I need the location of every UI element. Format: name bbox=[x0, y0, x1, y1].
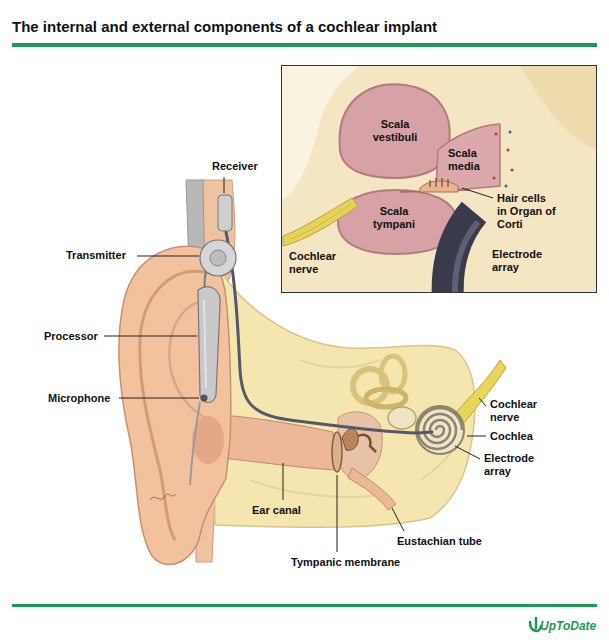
part-label: Scala vestibuli bbox=[365, 118, 425, 144]
scala-vestibuli bbox=[340, 84, 450, 178]
part-label: Scala media bbox=[448, 147, 492, 173]
leader-line bbox=[119, 398, 199, 399]
leader-line bbox=[104, 336, 197, 337]
microphone bbox=[201, 395, 208, 402]
cochlear-nerve bbox=[283, 198, 358, 246]
vessel-dot bbox=[507, 149, 510, 152]
part-label: Cochlea bbox=[490, 430, 570, 443]
hair-cell bbox=[429, 180, 430, 187]
part-label: Hair cells in Organ of Corti bbox=[497, 192, 557, 231]
organ-of-corti bbox=[420, 181, 458, 192]
brand-mark bbox=[530, 618, 541, 631]
eustachian-tube bbox=[348, 468, 396, 510]
publisher-logo: UpToDate bbox=[540, 620, 604, 633]
part-label: Transmitter bbox=[66, 249, 146, 262]
part-label: Ear canal bbox=[252, 504, 342, 517]
leader-line bbox=[137, 256, 199, 257]
vestibule bbox=[388, 407, 416, 429]
part-label: Scala tympani bbox=[367, 205, 421, 231]
vessel-dot bbox=[511, 169, 514, 172]
transmitter-magnet bbox=[210, 250, 226, 266]
part-label: Tympanic membrane bbox=[291, 556, 431, 569]
blue-dots bbox=[505, 131, 512, 188]
header-rule bbox=[12, 43, 597, 47]
leader-line bbox=[467, 436, 486, 437]
inset-bone-dark bbox=[520, 66, 596, 150]
pinna bbox=[119, 246, 231, 564]
cochlea-cross-section bbox=[282, 66, 596, 292]
part-label: Eustachian tube bbox=[397, 535, 517, 548]
footer-rule bbox=[12, 604, 597, 607]
hair-cells bbox=[430, 178, 448, 187]
hair-cell bbox=[447, 179, 448, 187]
artist-signature bbox=[150, 494, 176, 500]
vessel-dot bbox=[505, 185, 508, 188]
electrode-highlight bbox=[455, 222, 478, 292]
nerve-fiber bbox=[290, 203, 352, 239]
scala-media bbox=[436, 124, 500, 190]
ossicle bbox=[342, 429, 358, 451]
helix-fold bbox=[140, 271, 205, 540]
leader-line bbox=[479, 398, 486, 406]
part-label: Cochlear nerve bbox=[289, 250, 345, 276]
processor-cord bbox=[190, 402, 200, 485]
semicircular-canal bbox=[366, 389, 406, 407]
part-label: Receiver bbox=[212, 160, 292, 173]
vessel-dot bbox=[509, 131, 512, 134]
leader-lines bbox=[104, 177, 486, 552]
ossicle bbox=[358, 435, 376, 452]
leader-line bbox=[283, 463, 284, 500]
part-label: Processor bbox=[44, 330, 124, 343]
receiver bbox=[218, 195, 232, 231]
inset-frame: Scala vestibuliScala mediaHair cells in … bbox=[281, 65, 597, 293]
processor bbox=[198, 287, 220, 403]
part-label: Cochlear nerve bbox=[490, 398, 548, 424]
leader-line bbox=[455, 446, 480, 459]
leader-line bbox=[462, 188, 493, 198]
vessel-dot bbox=[493, 177, 496, 180]
leader-line bbox=[392, 508, 404, 531]
part-label: Electrode array bbox=[484, 452, 544, 478]
part-label: Electrode array bbox=[492, 248, 552, 274]
cochlea-spiral bbox=[418, 408, 462, 449]
diagram-title: The internal and external components of … bbox=[12, 18, 602, 36]
tympanic-membrane bbox=[332, 432, 342, 472]
leader-line bbox=[337, 475, 338, 552]
leader-line bbox=[224, 177, 225, 193]
vessel-dot bbox=[495, 133, 498, 136]
processor-highlight bbox=[204, 300, 206, 388]
middle-ear bbox=[338, 412, 382, 479]
part-label: Microphone bbox=[48, 392, 128, 405]
hair-cell bbox=[441, 178, 442, 187]
hair-cell bbox=[435, 178, 436, 187]
stria-vascularis bbox=[493, 133, 514, 180]
transmitter bbox=[200, 240, 236, 276]
